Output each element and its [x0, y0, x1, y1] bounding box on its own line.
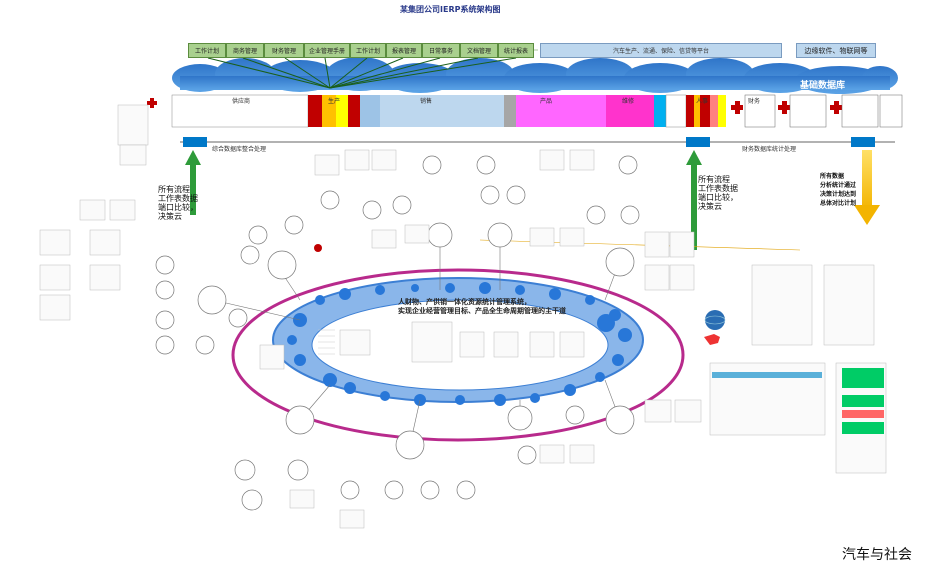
far-right-note-3: 决策计划达到 [820, 191, 857, 198]
right-note-1: 所有流程 [698, 175, 730, 184]
module-box-1[interactable]: 工作计划 [188, 43, 226, 58]
ring-text: 人财物、产供销一体化资源统计管理系统， 实现企业经营管理目标、产品全生命周期管理… [398, 298, 566, 316]
right-note-3: 端口比较， [698, 193, 738, 202]
cloud-band [172, 57, 898, 94]
arrow-label-right: 财务数据库统计处理 [742, 146, 797, 153]
ring-dots [287, 282, 632, 406]
ring-text-line-2: 实现企业经营管理目标、产品全生命周期管理的主干道 [398, 307, 566, 315]
ring-text-line-1: 人财物、产供销一体化资源统计管理系统， [398, 298, 531, 306]
edge-box[interactable]: 边缘软件、物联网等 [796, 43, 876, 58]
yellow-arrow [854, 150, 880, 225]
green-arrows [185, 150, 702, 250]
module-box-4[interactable]: 企业管理手册 [304, 43, 350, 58]
module-box-9[interactable]: 统计报表 [498, 43, 534, 58]
band-header-hr: 人事 [696, 98, 709, 105]
arrow-label-left: 综合数据库整合处理 [212, 146, 267, 153]
band-header-sales: 销售 [420, 98, 433, 105]
band-header-production: 生产 [328, 98, 341, 105]
module-box-5[interactable]: 工作计划 [350, 43, 386, 58]
watermark: 汽车与社会 [842, 547, 912, 563]
band-header-product: 产品 [540, 98, 553, 105]
module-box-2[interactable]: 商务管理 [226, 43, 264, 58]
band-header-finance: 财务 [748, 98, 761, 105]
module-arrows [207, 57, 517, 89]
module-box-3[interactable]: 财务管理 [264, 43, 304, 58]
left-note-3: 端口比较， [158, 203, 198, 212]
left-note-4: 决策云 [158, 212, 182, 221]
left-note-1: 所有流程 [158, 185, 190, 194]
module-box-7[interactable]: 日常事务 [422, 43, 460, 58]
far-right-note-2: 分析统计通过 [820, 182, 857, 189]
left-note-2: 工作表数据 [158, 194, 198, 203]
far-right-note-4: 总体对比计划 [820, 200, 857, 207]
page-title: 某集团公司IERP系统架构图 [400, 5, 501, 14]
band-header-repair: 维修 [622, 98, 635, 105]
right-note-2: 工作表数据 [698, 184, 738, 193]
left-notes: 所有流程 工作表数据 端口比较， 决策云 [158, 185, 198, 221]
car-lifecycle-bar[interactable]: 汽车生产、流通、保险、信贷等平台 [540, 43, 782, 58]
far-right-note-1: 所有数据 [820, 173, 845, 180]
right-note-4: 决策云 [698, 202, 722, 211]
module-box-6[interactable]: 报表管理 [386, 43, 422, 58]
band-header-supplier: 供应商 [232, 98, 251, 105]
cloud-label: 基础数据库 [800, 81, 846, 91]
right-notes: 所有流程 工作表数据 端口比较， 决策云 [698, 175, 738, 211]
module-band [171, 94, 726, 128]
module-box-8[interactable]: 文档管理 [460, 43, 498, 58]
far-right-notes: 所有数据 分析统计通过 决策计划达到 总体对比计划 [820, 172, 856, 208]
red-cross-icons [147, 98, 842, 114]
